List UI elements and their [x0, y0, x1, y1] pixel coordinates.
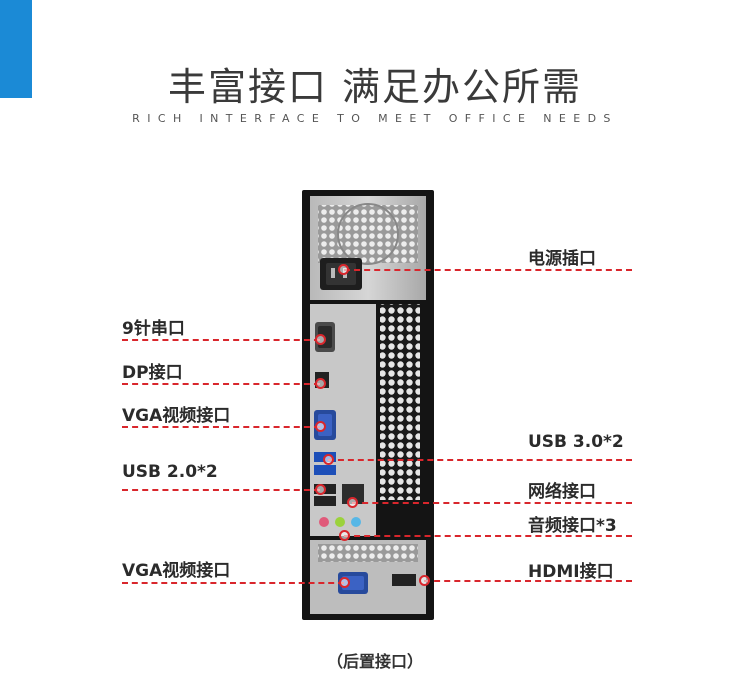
- callout-dot-hdmi: [419, 575, 430, 586]
- callout-label-network: 网络接口: [528, 482, 596, 502]
- callout-line-vga-top: [122, 426, 320, 428]
- callout-dot-vga-bottom: [339, 577, 350, 588]
- callout-line-usb2: [122, 489, 320, 491]
- callout-dot-network: [347, 497, 358, 508]
- callout-label-audio: 音频接口*3: [528, 516, 617, 536]
- page-subtitle: RICH INTERFACE TO MEET OFFICE NEEDS: [132, 112, 618, 125]
- callout-line-serial: [122, 339, 320, 341]
- callout-label-serial: 9针串口: [122, 319, 185, 339]
- accent-bar: [0, 0, 32, 98]
- callout-label-usb3: USB 3.0*2: [528, 432, 624, 452]
- callout-dot-vga-top: [315, 421, 326, 432]
- callout-label-usb2: USB 2.0*2: [122, 462, 218, 482]
- page-title: 丰富接口 满足办公所需: [167, 65, 583, 109]
- callout-dot-power: [338, 264, 349, 275]
- callout-line-power: [344, 269, 632, 271]
- callout-label-hdmi: HDMI接口: [528, 562, 614, 582]
- callout-line-vga-bottom: [122, 582, 344, 584]
- callout-dot-serial: [315, 334, 326, 345]
- callout-line-audio: [344, 535, 632, 537]
- callout-line-usb3: [328, 459, 632, 461]
- callout-dot-usb2: [315, 484, 326, 495]
- callout-label-vga-bottom: VGA视频接口: [122, 561, 231, 581]
- callout-dot-audio: [339, 530, 350, 541]
- callout-label-power: 电源插口: [528, 249, 596, 269]
- callout-line-network: [352, 502, 632, 504]
- callout-line-dp: [122, 383, 320, 385]
- image-caption: （后置接口）: [326, 652, 423, 671]
- callout-label-dp: DP接口: [122, 363, 183, 383]
- callout-label-vga-top: VGA视频接口: [122, 406, 231, 426]
- callout-dot-usb3: [323, 454, 334, 465]
- callout-dot-dp: [315, 378, 326, 389]
- callout-line-hdmi: [424, 580, 632, 582]
